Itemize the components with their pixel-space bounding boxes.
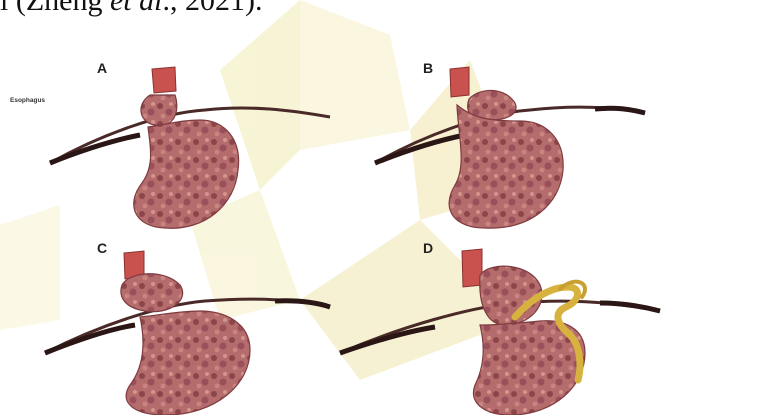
caption-suffix: ., 2021). bbox=[162, 0, 262, 17]
caption-italic: et al bbox=[110, 0, 163, 17]
stomach-illustration-b bbox=[355, 65, 665, 230]
stomach-illustration-d bbox=[330, 245, 670, 415]
citation-text: l (Zheng et al., 2021). bbox=[0, 0, 262, 18]
stomach-illustration-a bbox=[30, 65, 340, 230]
stomach-illustration-c bbox=[30, 245, 350, 415]
caption-prefix: l (Zheng bbox=[0, 0, 110, 17]
